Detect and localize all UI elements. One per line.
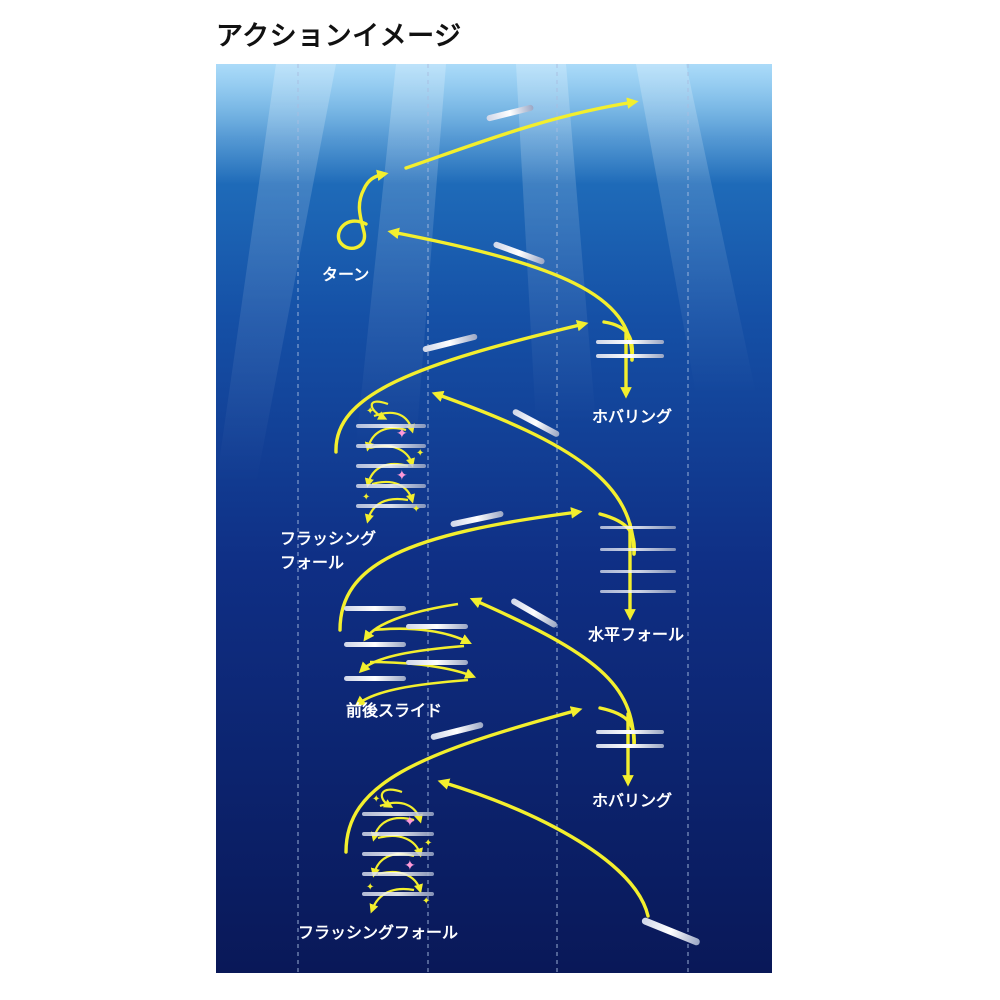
label-hovering-1: ホバリング xyxy=(592,407,672,426)
travelling-jigs xyxy=(422,104,700,946)
label-hovering-2: ホバリング xyxy=(592,791,672,810)
label-slide: 前後スライド xyxy=(346,701,442,720)
svg-text:✦: ✦ xyxy=(396,468,408,484)
svg-text:✦: ✦ xyxy=(366,882,374,893)
light-rays xyxy=(216,64,756,484)
flashing-fall-1-sparkles: ✦ ✦ ✦ ✦ ✦ ✦ xyxy=(362,406,424,515)
jig-action-path xyxy=(334,97,650,918)
svg-text:✦: ✦ xyxy=(424,838,432,849)
page-title: アクションイメージ xyxy=(216,21,462,52)
slide-zigzag xyxy=(354,602,477,707)
svg-text:✦: ✦ xyxy=(362,492,370,503)
label-turn: ターン xyxy=(322,265,369,284)
hovering-1-jigs xyxy=(596,340,664,358)
label-flashing-fall-1-line1: フラッシング xyxy=(280,529,376,548)
svg-text:✦: ✦ xyxy=(404,858,416,874)
svg-text:✦: ✦ xyxy=(366,406,374,417)
svg-text:✦: ✦ xyxy=(422,896,430,907)
svg-text:✦: ✦ xyxy=(372,794,380,805)
label-flashing-fall-2: フラッシングフォール xyxy=(298,923,458,942)
svg-text:✦: ✦ xyxy=(404,814,416,830)
label-flashing-fall-1-line2: フォール xyxy=(280,553,344,572)
label-horizontal-fall: 水平フォール xyxy=(588,625,684,644)
flashing-fall-2-jigs xyxy=(362,812,434,896)
underwater-action-diagram: ✦ ✦ ✦ ✦ ✦ ✦ xyxy=(216,64,772,973)
svg-text:✦: ✦ xyxy=(396,426,408,442)
svg-text:✦: ✦ xyxy=(416,448,424,459)
hovering-2-jigs xyxy=(596,730,664,748)
flashing-fall-2-sparkles: ✦ ✦ ✦ ✦ ✦ ✦ xyxy=(366,794,432,907)
svg-text:✦: ✦ xyxy=(412,504,420,515)
horizontal-fall-jigs xyxy=(600,526,676,593)
slide-jigs xyxy=(344,606,468,681)
flashing-fall-1-jigs xyxy=(356,424,426,508)
